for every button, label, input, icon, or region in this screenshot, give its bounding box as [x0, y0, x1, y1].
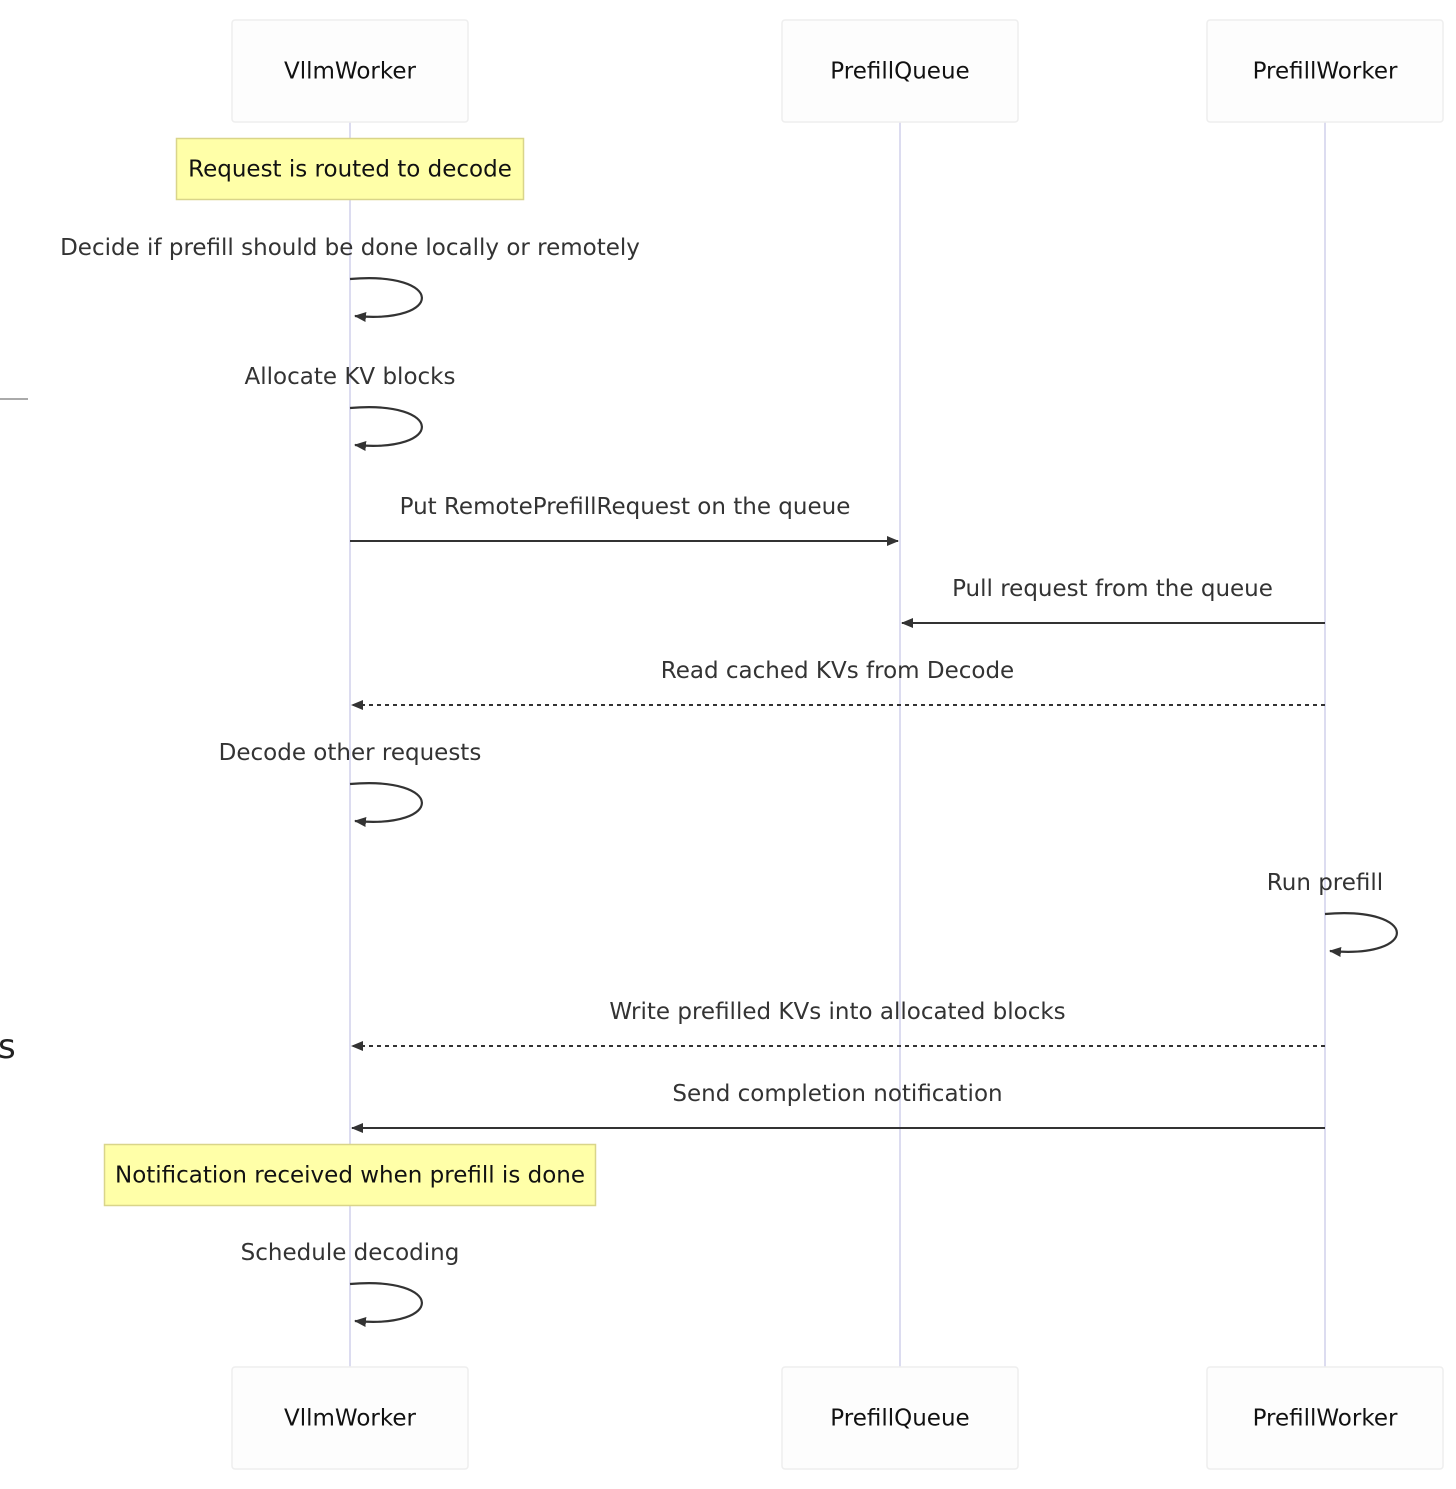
event-note-10: Notification received when prefill is do…	[103, 1143, 597, 1207]
message-label: Pull request from the queue	[952, 576, 1273, 602]
actor-box-prefill-top: PrefillWorker	[1206, 19, 1444, 123]
actor-box-prefill-bottom: PrefillWorker	[1206, 1366, 1444, 1470]
event-self-11: Schedule decoding	[241, 1240, 460, 1327]
self-message-label: Decide if prefill should be done locally…	[60, 235, 640, 261]
self-loop-arrow	[349, 277, 423, 322]
cropped-text-fragment: s	[0, 1027, 16, 1067]
event-message-9: Send completion notification	[351, 1081, 1325, 1133]
actor-box-vllm-top: VllmWorker	[231, 19, 469, 123]
actor-box-queue-top: PrefillQueue	[781, 19, 1019, 123]
event-self-7: Run prefill	[1267, 870, 1398, 957]
event-self-2: Allocate KV blocks	[245, 364, 456, 451]
note-box	[103, 1143, 597, 1207]
self-message-label: Schedule decoding	[241, 1240, 460, 1266]
event-self-1: Decide if prefill should be done locally…	[60, 235, 640, 322]
event-message-5: Read cached KVs from Decode	[351, 658, 1325, 710]
cropped-divider-line	[0, 398, 28, 400]
note-text: Request is routed to decode	[188, 157, 512, 183]
self-message-label: Decode other requests	[219, 740, 482, 766]
message-label: Read cached KVs from Decode	[661, 658, 1014, 684]
event-message-8: Write prefilled KVs into allocated block…	[351, 999, 1325, 1051]
self-message-label: Allocate KV blocks	[245, 364, 456, 390]
actor-label-queue-top: PrefillQueue	[830, 59, 969, 85]
message-label: Send completion notification	[672, 1081, 1002, 1107]
message-label: Write prefilled KVs into allocated block…	[609, 999, 1065, 1025]
actor-label-prefill-top: PrefillWorker	[1253, 59, 1398, 85]
self-loop-arrow	[349, 782, 423, 827]
actor-box-queue-bottom: PrefillQueue	[781, 1366, 1019, 1470]
event-self-6: Decode other requests	[219, 740, 482, 827]
actor-label-prefill-bottom: PrefillWorker	[1253, 1406, 1398, 1432]
actor-label-queue-bottom: PrefillQueue	[830, 1406, 969, 1432]
event-message-3: Put RemotePrefillRequest on the queue	[350, 494, 899, 546]
note-box	[175, 137, 525, 201]
message-label: Put RemotePrefillRequest on the queue	[400, 494, 851, 520]
actor-label-vllm-bottom: VllmWorker	[284, 1406, 416, 1432]
note-text: Notification received when prefill is do…	[115, 1163, 585, 1189]
self-message-label: Run prefill	[1267, 870, 1383, 896]
actor-label-vllm-top: VllmWorker	[284, 59, 416, 85]
event-note-0: Request is routed to decode	[175, 137, 525, 201]
self-loop-arrow	[349, 1282, 423, 1327]
event-message-4: Pull request from the queue	[901, 576, 1325, 628]
actor-box-vllm-bottom: VllmWorker	[231, 1366, 469, 1470]
self-loop-arrow	[1324, 912, 1398, 957]
self-loop-arrow	[349, 406, 423, 451]
